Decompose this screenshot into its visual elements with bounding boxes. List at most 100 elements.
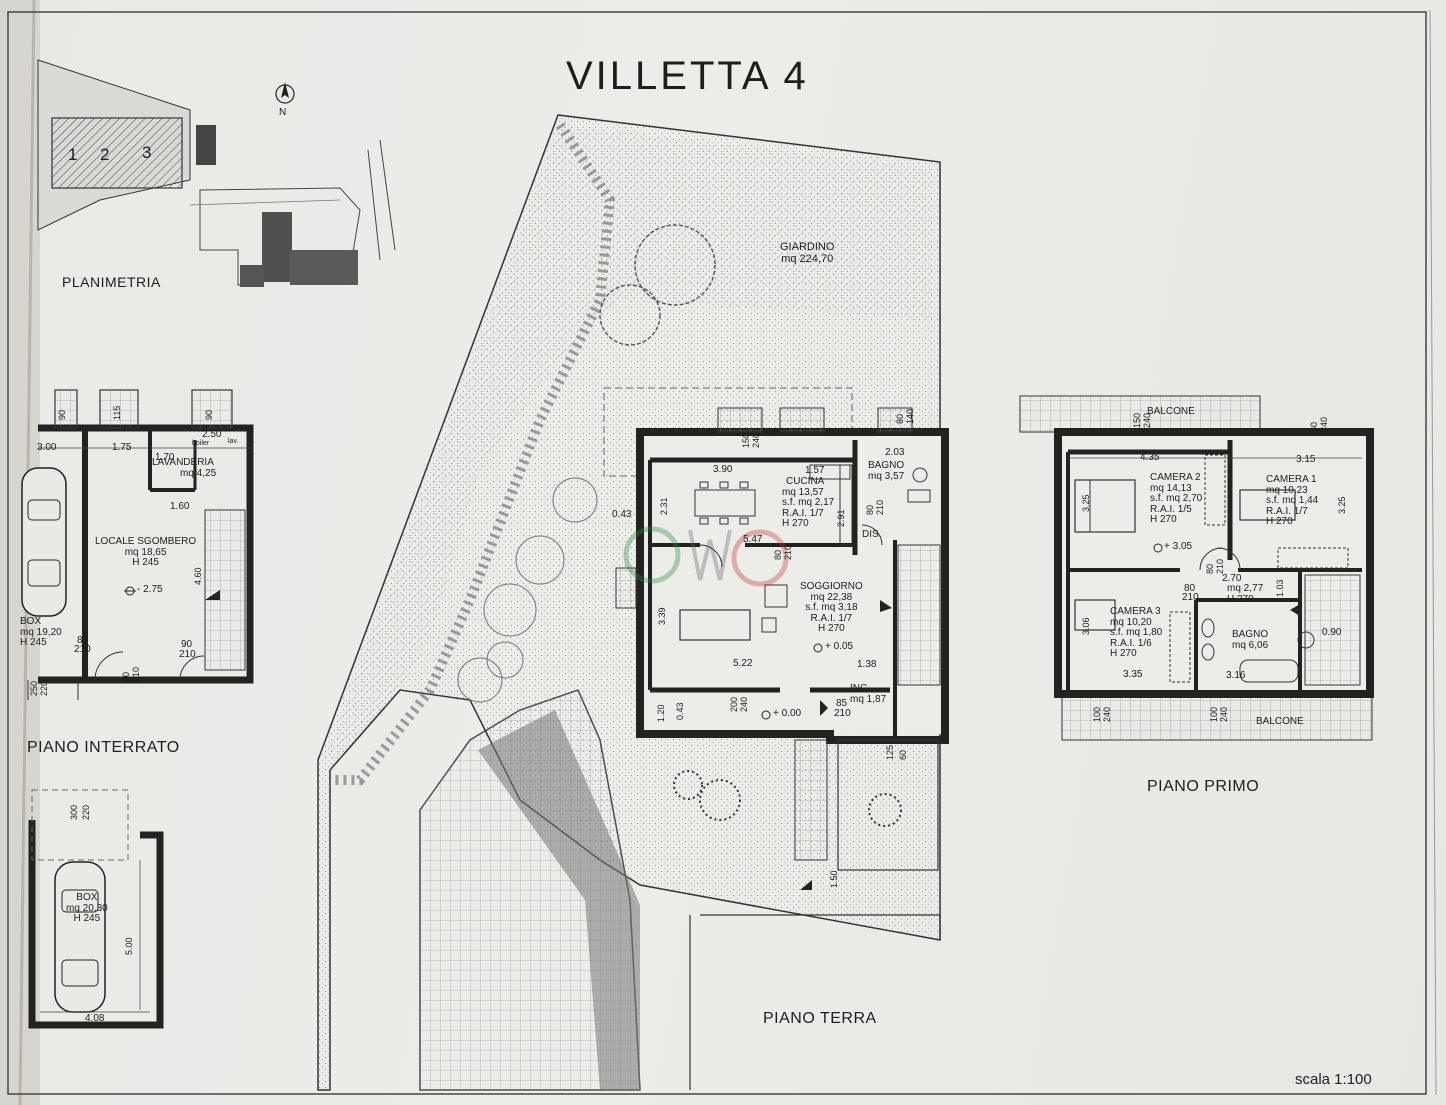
dim-pt-043a: 0.43: [612, 509, 632, 520]
view-label-primo: PIANO PRIMO: [1147, 778, 1260, 795]
level-primo: + 3.05: [1164, 541, 1193, 552]
dim-int-box-top: 300: [69, 804, 79, 820]
dim-pt-138: 1.38: [857, 659, 877, 670]
room-dis: DIS.: [862, 529, 882, 540]
watermark-logo: [623, 526, 789, 587]
site-lot-2: 2: [100, 145, 110, 164]
dim-pt-d4: 85: [836, 698, 848, 709]
dim-pt-390: 3.90: [713, 464, 733, 475]
dim-pt-231: 2.31: [659, 497, 669, 515]
dim-int-w1: 90: [57, 409, 67, 420]
dim-pt-522: 5.22: [733, 658, 753, 669]
dim-pp-d3b: 240: [1102, 706, 1112, 722]
dim-pt-203: 2.03: [885, 447, 905, 458]
first-floor-plan: [1019, 395, 1374, 741]
dim-pt-339: 3.39: [657, 607, 667, 625]
dim-int-box-low2: 220: [39, 680, 49, 696]
dim-pp-316: 3.16: [1226, 670, 1246, 681]
dim-pp-090: 0.90: [1322, 627, 1342, 638]
dim-int-d1: 80: [77, 635, 89, 646]
dim-pp-270: 2.70: [1222, 573, 1242, 584]
dim-pt-d4b: 210: [834, 708, 851, 719]
dim-pt-w2b: 140: [905, 408, 915, 424]
room-ing: ING.mq 1,87: [850, 683, 887, 705]
lower-box-plan: [28, 789, 164, 1029]
dim-pt-d5b: 60: [898, 749, 908, 760]
dim-int-w2: 115: [112, 405, 122, 420]
dim-pp-d1b: 210: [1215, 558, 1225, 574]
dim-pp-d4b: 240: [1219, 706, 1229, 722]
view-label-interrato: PIANO INTERRATO: [27, 739, 180, 756]
dim-pt-291: 2.91: [836, 509, 846, 527]
dim-int-300: 3.00: [37, 442, 57, 453]
scale-label: scala 1:100: [1295, 1071, 1372, 1088]
ground-floor-plan: [615, 407, 949, 890]
site-plan: [37, 59, 396, 287]
dim-pp-d2b: 210: [1182, 592, 1199, 603]
level-ingresso: + 0.00: [773, 708, 802, 719]
dim-pp-w2b: 240: [1319, 416, 1329, 432]
dim-int-160: 1.60: [170, 501, 190, 512]
balcone-south: BALCONE: [1256, 716, 1304, 727]
sheet-frame: [7, 11, 1427, 1095]
dim-pt-d5: 125: [885, 744, 895, 760]
balcone-north: BALCONE: [1147, 406, 1195, 417]
dim-int-175: 1.75: [112, 442, 132, 453]
dim-pt-043b: 0.43: [675, 702, 685, 720]
dim-pp-306: 3.06: [1081, 617, 1091, 635]
dim-pp-315: 3.15: [1296, 454, 1316, 465]
dim-int-boiler: boiler: [192, 440, 210, 447]
dim-pp-325a: 3.25: [1081, 494, 1091, 512]
level-interrato: - 2.75: [137, 584, 163, 595]
dim-pt-157: 1.57: [805, 465, 825, 476]
dim-int-box-top2: 220: [81, 804, 91, 820]
site-lot-3: 3: [142, 143, 152, 162]
level-soggiorno: + 0.05: [825, 641, 854, 652]
dim-pp-335: 3.35: [1123, 669, 1143, 680]
drawing-title: VILLETTA 4: [566, 54, 809, 98]
basement-plan: [21, 389, 254, 700]
dim-pt-120: 1.20: [656, 704, 666, 722]
dim-int-d2: 90: [181, 639, 193, 650]
site-lot-1: 1: [68, 145, 78, 164]
dim-pt-547: 5.47: [743, 534, 763, 545]
dim-int-d1b: 210: [74, 644, 91, 655]
view-label-planimetria: PLANIMETRIA: [62, 274, 161, 290]
dim-pp-103: 1.03: [1275, 579, 1285, 597]
dim-int-408: 4.08: [85, 1013, 105, 1024]
dim-int-170: 1.70: [155, 452, 175, 463]
dim-pt-d3b: 240: [739, 696, 749, 712]
dim-int-500: 5.00: [124, 937, 134, 955]
dim-int-250: 2.50: [202, 429, 222, 440]
dim-int-d3b: 210: [131, 666, 141, 682]
dim-int-460: 4.60: [193, 567, 203, 585]
dim-int-w3: 90: [204, 409, 214, 420]
dim-pt-d1b: 210: [875, 499, 885, 515]
dim-pt-150: 1.50: [829, 870, 839, 888]
dim-int-lav: lav.: [228, 438, 239, 445]
dim-pp-w1b: 240: [1142, 412, 1152, 428]
dim-pp-435: 4.35: [1140, 452, 1160, 463]
dim-pt-d2b: 210: [783, 544, 793, 560]
dim-pt-w1b: 240: [751, 432, 761, 448]
dim-pp-d2: 80: [1184, 583, 1196, 594]
dim-int-d2b: 210: [179, 649, 196, 660]
view-label-terra: PIANO TERRA: [763, 1010, 877, 1027]
dim-pp-325b: 3.25: [1337, 496, 1347, 514]
north-label: N: [279, 107, 287, 118]
